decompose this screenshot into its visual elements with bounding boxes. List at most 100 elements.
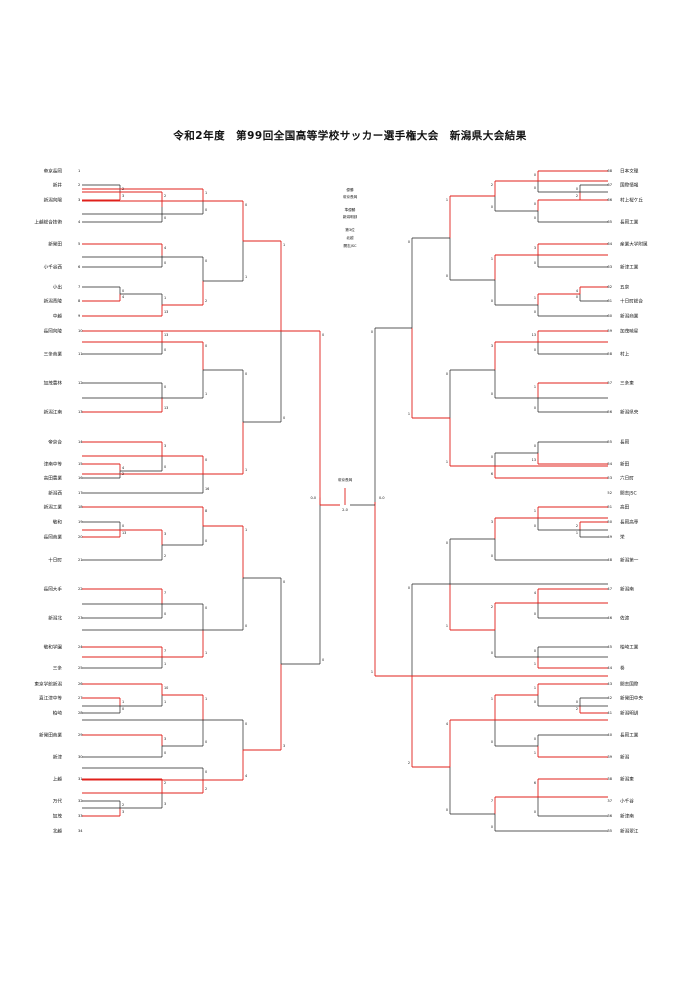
team-name-left: 十日町	[48, 557, 62, 564]
team-name-right: 開志国際	[620, 681, 639, 688]
team-seed-left: 26	[78, 682, 83, 686]
team-name-left: 柏崎	[53, 710, 63, 717]
team-seed-right: 60	[607, 314, 612, 318]
match-score: 1	[446, 198, 448, 202]
match-score: 0	[534, 612, 536, 616]
match-score: 0	[534, 173, 536, 177]
team-seed-right: 62	[607, 285, 612, 289]
match-score: 13	[532, 458, 536, 462]
match-score: 0	[205, 770, 207, 774]
match-score: 0	[164, 216, 166, 220]
team-name-left: 新潟向陽	[44, 197, 63, 204]
team-name-left: 新井	[53, 182, 63, 189]
team-name-left: 三条	[53, 665, 63, 672]
team-seed-right: 41	[607, 711, 612, 715]
team-seed-right: 44	[607, 666, 612, 670]
team-seed-right: 65	[607, 220, 612, 224]
match-score: 0	[283, 580, 285, 584]
team-seed-left: 6	[78, 265, 81, 269]
team-name-right: 村上	[620, 351, 630, 358]
team-name-right: 新潟明訓	[620, 710, 639, 717]
team-name-right: 新津南	[620, 813, 634, 820]
match-score: 0	[164, 385, 166, 389]
match-score: 2	[576, 194, 578, 198]
match-score: 4	[164, 246, 166, 250]
match-score: 0	[534, 261, 536, 265]
match-score: 0	[164, 261, 166, 265]
match-score: 3	[491, 520, 493, 524]
team-name-left: 津南中等	[44, 461, 63, 468]
match-score: 3	[122, 194, 124, 198]
team-name-right: 十日町総合	[620, 298, 643, 305]
team-name-right: 新津工業	[620, 264, 639, 271]
match-score: 1	[164, 296, 166, 300]
team-seed-right: 38	[607, 777, 612, 781]
team-name-left: 長岡大手	[44, 586, 63, 593]
team-seed-right: 47	[607, 587, 612, 591]
match-score: 4	[446, 722, 448, 726]
page-title: 令和2年度 第99回全国高等学校サッカー選手権大会 新潟県大会結果	[173, 130, 527, 142]
match-score: 1	[245, 528, 247, 532]
match-score: 1	[245, 468, 247, 472]
team-name-left: 上越	[53, 776, 63, 783]
team-name-right: 村上桜ケ丘	[620, 197, 643, 204]
match-score: 0	[576, 295, 578, 299]
match-score: 2	[164, 781, 166, 785]
result-label: 新潟明訓	[343, 214, 358, 219]
team-seed-left: 17	[78, 491, 83, 495]
team-name-right: 新潟第一	[620, 557, 639, 564]
match-score: 1	[534, 686, 536, 690]
match-score: 1	[491, 697, 493, 701]
result-label: 第3位	[345, 227, 355, 232]
match-score: 0	[534, 406, 536, 410]
team-name-right: 柏崎工業	[620, 644, 639, 651]
team-name-right: 高田	[620, 504, 630, 511]
match-score: 2	[205, 299, 207, 303]
team-name-right: 長岡工業	[620, 219, 639, 226]
match-score: 3	[164, 802, 166, 806]
match-score: 0	[245, 624, 247, 628]
team-name-left: 北越	[53, 828, 63, 835]
match-score: 2	[205, 787, 207, 791]
team-name-left: 新潟工業	[44, 504, 63, 511]
team-seed-right: 49	[607, 535, 612, 539]
team-name-left: 長岡向陵	[44, 328, 63, 335]
result-label: 帝京長岡	[343, 194, 358, 199]
team-name-right: 長岡	[620, 440, 630, 446]
team-name-right: 新潟県央	[620, 409, 639, 416]
match-score: 13	[164, 333, 168, 337]
match-score: 0	[322, 658, 324, 662]
match-score: 0	[205, 458, 207, 462]
match-score: 13	[164, 406, 168, 410]
team-seed-right: 45	[607, 645, 612, 649]
match-score: 2	[122, 803, 124, 807]
team-name-right: 加茂暁星	[620, 328, 639, 335]
team-name-left: 高田農業	[44, 475, 63, 482]
match-score: 13	[164, 310, 168, 314]
match-score: 4	[576, 289, 578, 293]
team-seed-left: 24	[78, 645, 83, 649]
match-score: 2	[164, 554, 166, 558]
match-score: 10	[164, 686, 168, 690]
team-seed-left: 9	[78, 314, 81, 318]
team-name-left: 中越	[53, 313, 63, 320]
team-name-left: 新津	[53, 754, 63, 761]
match-score: 1	[164, 662, 166, 666]
team-seed-right: 66	[607, 198, 612, 202]
match-score: 7	[164, 591, 166, 595]
result-label: 北越	[346, 235, 354, 240]
team-seed-right: 68	[607, 169, 612, 173]
match-score: 3	[122, 810, 124, 814]
team-seed-left: 28	[78, 711, 83, 715]
team-name-right: 巻	[620, 665, 625, 672]
match-score: 1	[446, 624, 448, 628]
match-score: 0	[534, 348, 536, 352]
match-score: 4	[245, 774, 247, 778]
match-score: 3	[491, 344, 493, 348]
team-seed-left: 33	[78, 814, 83, 818]
team-seed-right: 52	[607, 491, 612, 495]
match-score: 2	[491, 605, 493, 609]
team-name-right: 三条東	[620, 380, 634, 387]
match-score: 0	[491, 554, 493, 558]
match-score: 0	[371, 330, 373, 334]
